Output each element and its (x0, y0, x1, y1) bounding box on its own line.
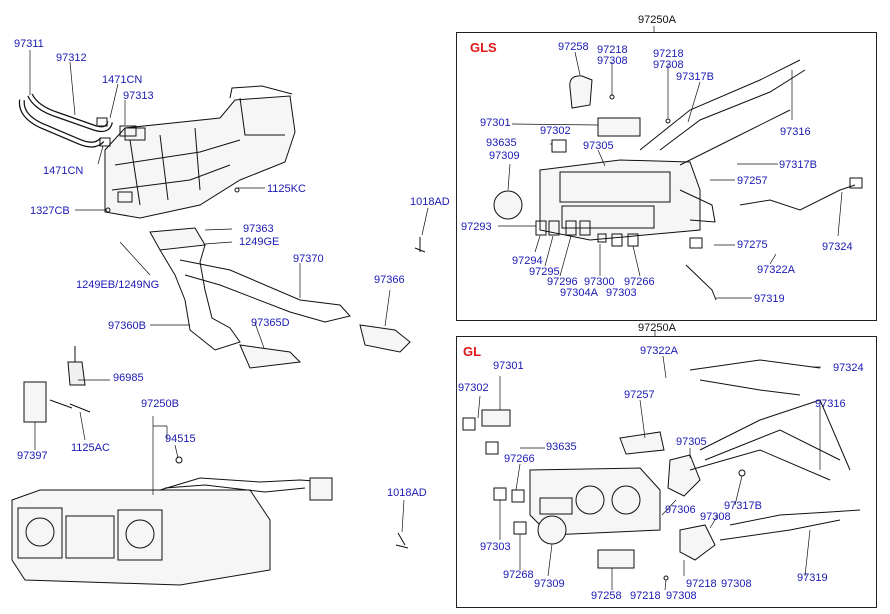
gl-part-label-97301: 97301 (493, 360, 524, 372)
gls-part-label-97218: 97218 (597, 44, 628, 56)
gls-part-label-97296: 97296 (547, 276, 578, 288)
part-label-97365d: 97365D (251, 317, 290, 329)
gl-part-label-97324: 97324 (833, 362, 864, 374)
part-label-97312: 97312 (56, 52, 87, 64)
gls-panel (456, 32, 877, 321)
part-label-1249ge: 1249GE (239, 236, 280, 248)
gl-part-label-97308-c: 97308 (666, 590, 697, 602)
gls-part-label-97309: 97309 (489, 150, 520, 162)
gl-part-label-97306: 97306 (665, 504, 696, 516)
gl-part-label-97322a: 97322A (640, 345, 678, 357)
gls-part-label-97218-b: 97218 (653, 48, 684, 60)
gl-part-label-97258: 97258 (591, 590, 622, 602)
gls-part-label-93635: 93635 (486, 137, 517, 149)
gl-part-label-97218: 97218 (686, 578, 717, 590)
gls-title: GLS (470, 40, 497, 55)
gls-part-label-97302: 97302 (540, 125, 571, 137)
gl-panel (456, 336, 877, 608)
gls-part-label-97319: 97319 (754, 293, 785, 305)
gl-part-label-97303: 97303 (480, 541, 511, 553)
gls-part-label-97257: 97257 (737, 175, 768, 187)
part-label-97363: 97363 (243, 223, 274, 235)
part-label-97360b: 97360B (108, 320, 146, 332)
gl-part-label-97309: 97309 (534, 578, 565, 590)
part-label-1125kc: 1125KC (267, 183, 306, 195)
part-label-94515: 94515 (165, 433, 196, 445)
gl-part-label-97218-b: 97218 (630, 590, 661, 602)
gl-part-label-97305: 97305 (676, 436, 707, 448)
gls-part-label-97275: 97275 (737, 239, 768, 251)
gls-part-label-97308: 97308 (597, 55, 628, 67)
gl-part-label-97308-b: 97308 (721, 578, 752, 590)
gls-part-label-97317b: 97317B (676, 71, 714, 83)
gl-part-label-97257: 97257 (624, 389, 655, 401)
part-label-97366: 97366 (374, 274, 405, 286)
part-label-96985: 96985 (113, 372, 144, 384)
gl-header-label: 97250A (638, 322, 676, 334)
part-label-1471cn: 1471CN (102, 74, 143, 86)
gl-part-label-93635: 93635 (546, 441, 577, 453)
part-label-1125ac: 1125AC (71, 442, 110, 454)
part-label-97397: 97397 (17, 450, 48, 462)
part-label-1249eb-1249ng: 1249EB/1249NG (76, 279, 160, 291)
gls-part-label-97294: 97294 (512, 255, 543, 267)
gls-part-label-97305: 97305 (583, 140, 614, 152)
part-label-1471cn-b: 1471CN (43, 165, 84, 177)
part-label-1018ad-b: 1018AD (387, 487, 427, 499)
gls-part-label-97301: 97301 (480, 117, 511, 129)
gl-part-label-97319: 97319 (797, 572, 828, 584)
gls-part-label-97258: 97258 (558, 41, 589, 53)
gls-header-label: 97250A (638, 14, 676, 26)
gls-part-label-97322a: 97322A (757, 264, 795, 276)
gl-part-label-97266: 97266 (504, 453, 535, 465)
part-label-1327cb: 1327CB (30, 205, 70, 217)
gls-part-label-97266: 97266 (624, 276, 655, 288)
gl-title: GL (463, 344, 482, 359)
gls-part-label-97308-b: 97308 (653, 59, 684, 71)
gls-part-label-97293: 97293 (461, 221, 492, 233)
gls-part-label-97317b-b: 97317B (779, 159, 817, 171)
part-label-97370: 97370 (293, 253, 324, 265)
gl-part-label-97268: 97268 (503, 569, 534, 581)
part-label-97311: 97311 (14, 38, 44, 50)
gl-part-label-97308: 97308 (700, 511, 731, 523)
gls-part-label-97304a: 97304A (560, 287, 598, 299)
gl-part-label-97317b: 97317B (724, 500, 762, 512)
part-label-97313: 97313 (123, 90, 154, 102)
gls-part-label-97295: 97295 (529, 266, 560, 278)
gls-part-label-97316: 97316 (780, 126, 811, 138)
gl-part-label-97316: 97316 (815, 398, 846, 410)
part-label-97250b: 97250B (141, 398, 179, 410)
gls-part-label-97324: 97324 (822, 241, 853, 253)
gls-part-label-97303: 97303 (606, 287, 637, 299)
part-label-1018ad: 1018AD (410, 196, 450, 208)
gls-part-label-97300: 97300 (584, 276, 615, 288)
gl-part-label-97302: 97302 (458, 382, 489, 394)
